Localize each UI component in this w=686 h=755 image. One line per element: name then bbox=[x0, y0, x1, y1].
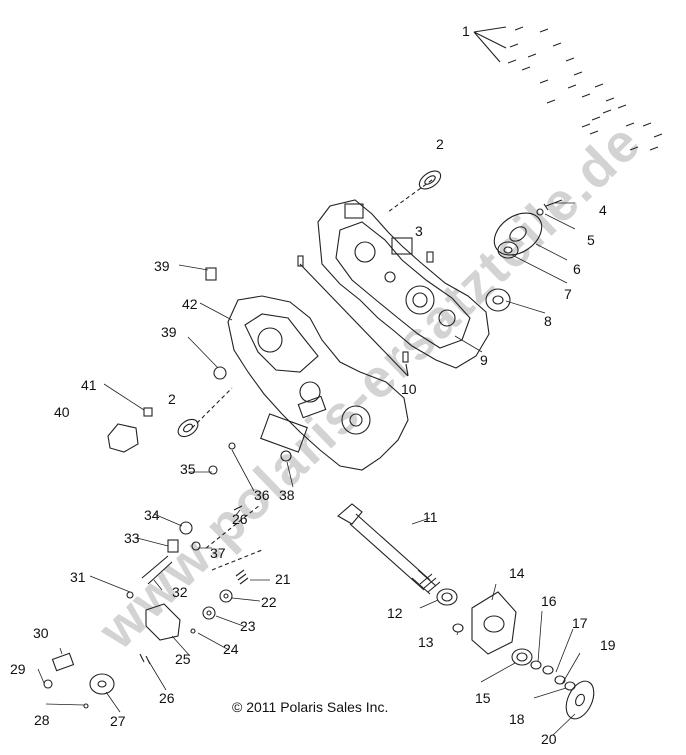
bearing-12 bbox=[436, 588, 458, 606]
breather-40 bbox=[107, 423, 139, 453]
callout-11: 11 bbox=[423, 509, 438, 525]
callout-30: 30 bbox=[33, 625, 49, 641]
callout-25: 25 bbox=[175, 651, 191, 667]
callout-4: 4 bbox=[599, 202, 607, 218]
callout-14: 14 bbox=[509, 565, 525, 581]
bearing-7 bbox=[497, 241, 519, 259]
crankcase-left bbox=[227, 295, 409, 471]
callout-6: 6 bbox=[573, 261, 581, 277]
snap-ring-13 bbox=[452, 623, 464, 633]
callout-1: 1 bbox=[462, 23, 470, 39]
callout-13: 13 bbox=[418, 634, 434, 650]
callout-37: 37 bbox=[210, 545, 226, 561]
callout-24: 24 bbox=[223, 641, 239, 657]
callout-12: 12 bbox=[387, 605, 403, 621]
callout-7: 7 bbox=[564, 286, 572, 302]
bearing-34 bbox=[179, 521, 193, 535]
bolts-26-lower bbox=[139, 653, 151, 665]
callout-20: 20 bbox=[541, 731, 557, 747]
callout-26-upper: 26 bbox=[232, 511, 248, 527]
callout-9: 9 bbox=[480, 352, 488, 368]
bearing-8 bbox=[485, 288, 511, 312]
bracket-30 bbox=[51, 652, 75, 672]
callout-39-upper: 39 bbox=[154, 258, 170, 274]
callout-31: 31 bbox=[70, 569, 86, 585]
plug-36 bbox=[228, 442, 236, 450]
pin-28 bbox=[83, 703, 89, 709]
plug-39-lower bbox=[213, 366, 227, 380]
dowel-pins-10 bbox=[297, 255, 409, 363]
callout-28: 28 bbox=[34, 712, 50, 728]
callout-35: 35 bbox=[180, 461, 196, 477]
leader-lines bbox=[37, 202, 581, 736]
callout-2-lower: 2 bbox=[168, 391, 176, 407]
callout-32: 32 bbox=[172, 584, 188, 600]
washer-23 bbox=[202, 606, 216, 620]
leader-10 bbox=[299, 263, 409, 377]
fitting-41 bbox=[143, 407, 153, 417]
cover-20 bbox=[565, 680, 595, 720]
bolt-4 bbox=[543, 199, 563, 211]
callout-22: 22 bbox=[261, 594, 277, 610]
nut-22 bbox=[219, 589, 233, 603]
copyright-notice: © 2011 Polaris Sales Inc. bbox=[232, 699, 389, 715]
gear-14 bbox=[471, 591, 517, 655]
cover-27 bbox=[89, 673, 115, 695]
bolt-26-upper bbox=[233, 505, 243, 511]
sensor-33 bbox=[167, 539, 179, 553]
callout-33: 33 bbox=[124, 530, 140, 546]
drive-gear-6 bbox=[493, 212, 543, 256]
bearing-15 bbox=[511, 648, 533, 666]
callout-3: 3 bbox=[415, 223, 423, 239]
callout-5: 5 bbox=[587, 232, 595, 248]
washer-17 bbox=[542, 665, 554, 675]
callout-36: 36 bbox=[254, 487, 270, 503]
bolt-group bbox=[507, 26, 663, 151]
crankcase-right bbox=[317, 199, 490, 369]
pin-24 bbox=[190, 628, 196, 634]
dowel-pin-3 bbox=[426, 251, 434, 263]
washer-5 bbox=[536, 208, 544, 216]
housing-25 bbox=[145, 603, 181, 641]
callout-42: 42 bbox=[182, 296, 198, 312]
callout-23: 23 bbox=[240, 618, 256, 634]
callout-41: 41 bbox=[81, 377, 97, 393]
callout-19: 19 bbox=[600, 637, 616, 653]
callout-29: 29 bbox=[10, 661, 26, 677]
plug-38 bbox=[280, 450, 292, 462]
callout-21: 21 bbox=[275, 571, 291, 587]
callout-38: 38 bbox=[279, 487, 295, 503]
callout-16: 16 bbox=[541, 593, 557, 609]
shaft-32 bbox=[141, 555, 173, 585]
oil-seal-2-upper bbox=[418, 170, 442, 190]
nut-29 bbox=[43, 679, 53, 689]
callout-40: 40 bbox=[54, 404, 70, 420]
alignment-line bbox=[191, 179, 433, 571]
callout-17: 17 bbox=[572, 615, 588, 631]
plug-39-upper bbox=[205, 267, 217, 281]
spring-21 bbox=[235, 569, 249, 585]
washer-37 bbox=[191, 541, 201, 551]
callout-34: 34 bbox=[144, 507, 160, 523]
washer-35 bbox=[208, 465, 218, 475]
shaft-11 bbox=[337, 503, 441, 595]
callout-10: 10 bbox=[401, 381, 417, 397]
washer-16 bbox=[530, 660, 542, 670]
callout-18: 18 bbox=[509, 711, 525, 727]
bolt-31 bbox=[126, 591, 134, 599]
callout-26-lower: 26 bbox=[159, 690, 175, 706]
callout-2-upper: 2 bbox=[436, 136, 444, 152]
callout-27: 27 bbox=[110, 713, 126, 729]
leader-1 bbox=[473, 26, 507, 63]
snap-ring-18 bbox=[554, 675, 566, 685]
callout-15: 15 bbox=[475, 690, 491, 706]
callout-8: 8 bbox=[544, 313, 552, 329]
callout-39-lower: 39 bbox=[161, 324, 177, 340]
oil-seal-2-lower bbox=[177, 418, 199, 438]
